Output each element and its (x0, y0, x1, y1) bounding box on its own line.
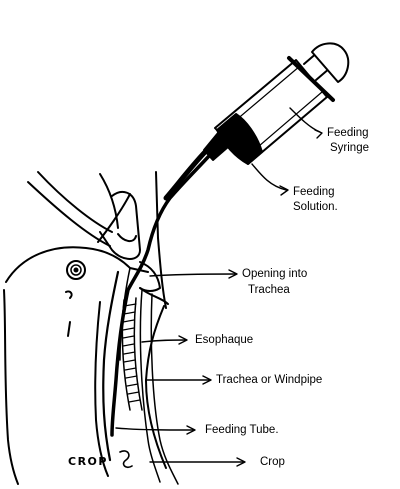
label-feeding-syringe-line1: Feeding (327, 127, 369, 139)
arrow-opening-trachea (149, 273, 237, 277)
hand-drawing (27, 171, 167, 309)
arrow-esophagus (141, 339, 187, 343)
label-esophagus: Esophaque (195, 334, 254, 346)
label-crop: Crop (260, 456, 285, 468)
crop-squiggle (119, 450, 133, 469)
label-opening-trachea-line1: Opening into (242, 268, 308, 280)
arrowhead-esophagus (178, 335, 188, 345)
label-feeding-solution-line1: Feeding (293, 186, 335, 198)
arrowhead-opening-trachea (228, 269, 238, 279)
arrowhead-feeding-tube (186, 425, 196, 435)
arrowhead-crop (236, 457, 246, 467)
feeding-tube-drawing (110, 149, 211, 437)
label-arrows (115, 107, 323, 467)
label-feeding-solution-line2: Solution. (293, 201, 338, 213)
esophagus-drawing (102, 267, 179, 485)
trachea-drawing (121, 297, 143, 411)
arrowhead-feeding-solution (279, 185, 289, 196)
arrow-feeding-solution (251, 163, 287, 191)
arrowhead-feeding-syringe (314, 129, 323, 139)
label-trachea: Trachea or Windpipe (216, 374, 323, 386)
label-feeding-syringe-line2: Syringe (330, 142, 369, 154)
label-feeding-tube: Feeding Tube. (205, 424, 279, 436)
bird-drawing (3, 246, 169, 485)
label-opening-trachea-line2: Trachea (248, 284, 290, 296)
arrowhead-trachea (202, 375, 212, 385)
syringe-drawing (203, 42, 350, 165)
arrow-feeding-tube (115, 427, 195, 431)
label-crop-handwritten: CROP (68, 455, 108, 468)
